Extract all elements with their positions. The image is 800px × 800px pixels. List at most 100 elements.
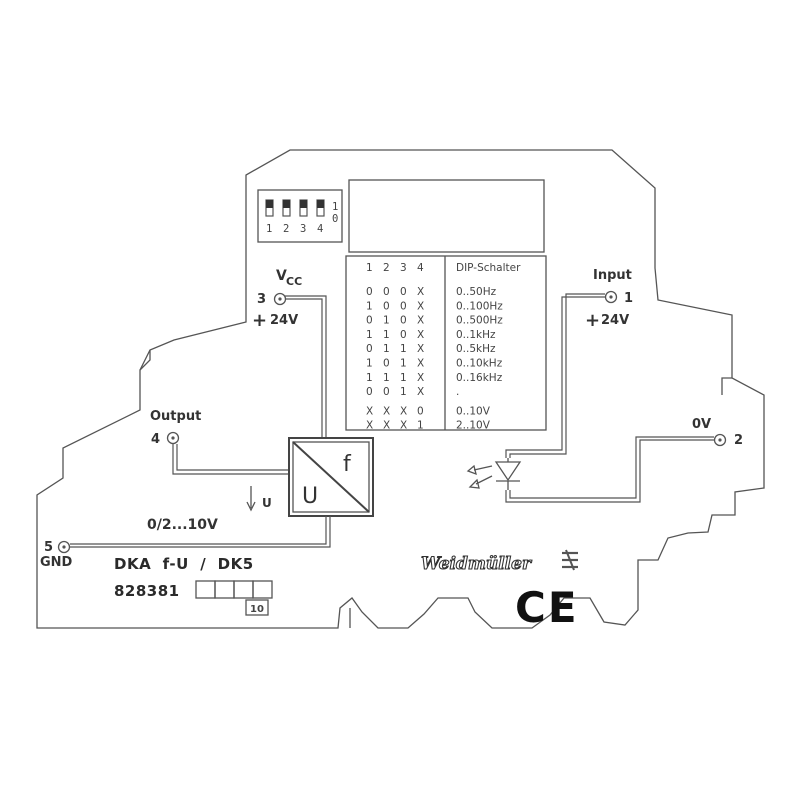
output-wire-2 [176,444,289,471]
brand-logo: Weidmüller [421,554,532,574]
converter-diagonal [292,441,370,513]
dip-table-bit: X [417,286,424,298]
dip-switch-frame [257,189,343,243]
vcc-wire-2 [285,295,327,438]
dip-table-bit: X [417,315,424,327]
dip-table-bit: 1 [366,372,373,384]
dip-switch-3-number: 3 [300,223,306,235]
dip-table-bit: X [417,343,424,355]
housing-outline [36,149,765,629]
dip-table-header-col: 3 [400,262,407,274]
output-label: Output [150,409,201,424]
dip-table-bit: 1 [383,372,390,384]
dip-table-bit: 1 [383,329,390,341]
dip-switch-1-slider [266,200,273,208]
led-diode-icon [466,458,522,490]
dip-table-bit: X [366,420,373,432]
vcc-plus-sign: + [252,310,267,331]
dip-table-bit: 0 [383,358,390,370]
converter-block-inner [292,441,370,513]
dip-table-bit: 0 [366,286,373,298]
gnd-wire [70,516,331,548]
dip-table-bit: 1 [400,343,407,355]
input-terminal[interactable] [604,290,618,304]
converter-output-symbol: U [302,484,318,509]
dip-table-bit: X [417,372,424,384]
dip-table-header-col: 4 [417,262,424,274]
dip-table-bit: 0 [383,286,390,298]
vcc-voltage: 24V [270,313,298,328]
dip-table-value: 0..16kHz [456,372,503,384]
ce-mark: CE [515,583,579,632]
dip-table-value: 0..50Hz [456,286,497,298]
dip-table-bit: 0 [366,315,373,327]
dip-table-bit: 1 [383,315,390,327]
dip-table-bit: X [417,358,424,370]
dip-table-value: . [456,386,459,398]
dip-table-bit: 1 [400,372,407,384]
dip-table-bit: 0 [366,386,373,398]
input-voltage: 24V [601,313,629,328]
converter-input-symbol: f [343,452,352,477]
label-window [348,179,545,253]
housing-step-left [139,350,151,371]
output-terminal-dot [171,436,175,440]
gnd-terminal[interactable] [57,540,71,554]
gnd-label: GND [40,555,73,570]
dip-table-bit: X [383,420,390,432]
dip-table-value: 2..10V [456,420,491,432]
product-number-boxes [195,580,273,599]
dip-table-value: 0..10V [456,405,491,417]
vcc-subscript: CC [286,275,302,288]
product-number: 828381 [114,582,180,600]
dip-table-bit: 0 [383,386,390,398]
dip-table-bit: X [417,300,424,312]
dip-table-bit: X [366,405,373,417]
zero-v-wire-2 [509,436,714,499]
product-name: DKA f-U / DK5 [114,555,254,573]
dip-table-value: 0..10kHz [456,358,503,370]
dip-table-value: 0..1kHz [456,329,496,341]
dip-table-bit: 0 [400,315,407,327]
zero-v-pin-number: 2 [734,433,743,448]
dip-table-bit: 1 [417,420,424,432]
dip-table-bit: 1 [383,343,390,355]
housing-step-right [721,377,732,395]
dip-table-bit: 1 [366,329,373,341]
zero-v-wire [505,439,714,503]
dip-table-bit: X [400,405,407,417]
dip-table-bit: 0 [400,300,407,312]
dip-table-bit: 0 [366,343,373,355]
dip-switch-3-slider [300,200,307,208]
dip-switch-4-number: 4 [317,223,323,235]
dip-switch-2-number: 2 [283,223,289,235]
converter-block [288,437,374,517]
input-terminal-dot [609,295,613,299]
dip-switch-4-slider [317,200,324,208]
dip-table-bit: X [417,386,424,398]
zero-v-terminal[interactable] [713,433,727,447]
dip-switch-2-slider [283,200,290,208]
dip-table-header-title: DIP-Schalter [456,262,521,274]
dip-table-header-col: 2 [383,262,390,274]
input-wire-2 [509,293,605,458]
dip-table-bit: 1 [366,358,373,370]
dip-switch-1-number: 1 [266,223,272,235]
dip-table-bit: 1 [400,358,407,370]
dip-table-bit: 0 [383,300,390,312]
output-wire [172,444,289,475]
gnd-terminal-dot [62,545,66,549]
input-label: Input [593,268,632,283]
vcc-label: V [276,268,287,284]
zero-v-label: 0V [692,417,711,432]
dip-table-bit: X [417,329,424,341]
output-terminal[interactable] [166,431,180,445]
output-range: 0/2...10V [147,517,218,533]
dip-table-bit: 1 [366,300,373,312]
dip-table-header-col: 1 [366,262,373,274]
input-wire [505,296,605,458]
vcc-terminal-dot [278,297,282,301]
